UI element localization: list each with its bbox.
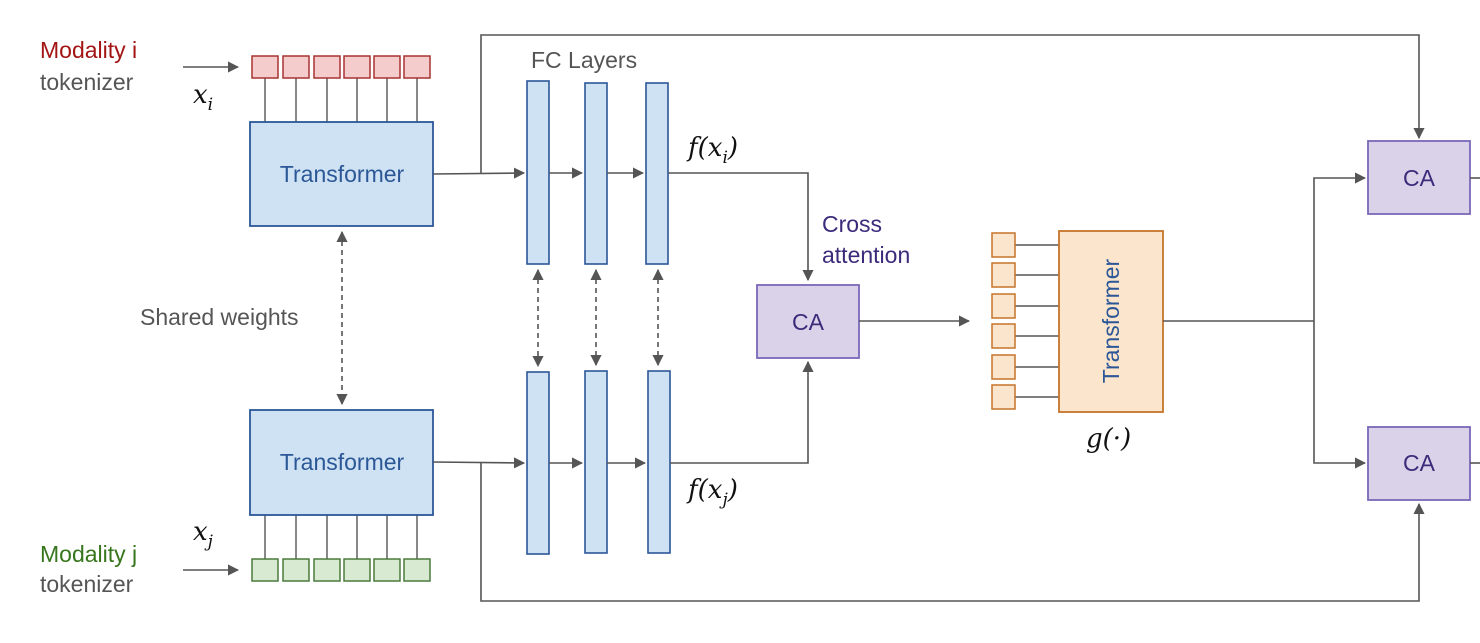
token-i-5 [373,55,401,79]
x-j-label: xj [193,517,214,552]
fc-layers-label: FC Layers [531,47,637,73]
fc-layers-top [526,80,669,265]
ca-center-box [756,284,860,359]
ca-right-top-label: CA [1403,165,1436,191]
g-label: g(·) [1086,424,1131,454]
token-i-1 [251,55,279,79]
token-i-2 [282,55,310,79]
f-xj-label: f(xj) [686,475,738,510]
transformer-bottom-label: Transformer [280,449,405,475]
fc-bottom-2 [584,370,608,554]
modality-j-title: Modality j [40,541,137,567]
token-i-4 [343,55,371,79]
token-i-3 [313,55,341,79]
f-xi-label: f(xi) [686,133,738,168]
token-j-3 [313,558,341,582]
ca-right-bottom-label: CA [1403,450,1436,476]
fc-top-2 [584,82,608,265]
ca-right-bottom-box [1367,426,1471,501]
modality-i-subtitle: tokenizer [40,69,134,95]
token-j-5 [373,558,401,582]
ca-right-top-box [1367,140,1471,215]
bypass-lines [480,34,1425,602]
transformer-g-label: Transformer [1098,258,1124,383]
output-lines [1470,177,1480,464]
token-j-4 [343,558,371,582]
token-j-6 [403,558,431,582]
cross-attention-label-1: Cross [822,211,882,237]
g-tokens [991,232,1059,410]
cross-attention-label-2: attention [822,242,910,268]
modality-i-title: Modality i [40,37,137,63]
fc-top-1 [526,80,550,265]
fc-layers-bottom [526,370,671,555]
modality-i-tokens [251,55,431,122]
shared-weights-label: Shared weights [140,304,299,330]
fc-bottom-1 [526,371,550,555]
fc-to-ca-arrows [668,172,814,464]
fc-top-3 [645,82,669,265]
transformer-g-box [1058,230,1164,413]
modality-j-tokens [251,515,431,582]
modality-j-subtitle: tokenizer [40,571,134,597]
fc-flow-arrows [432,167,647,469]
token-j-1 [251,558,279,582]
transformer-top-label: Transformer [280,161,405,187]
x-i-label: xi [193,80,213,115]
ca-center-label: CA [792,309,825,335]
token-i-6 [403,55,431,79]
fc-shared-links [532,268,664,368]
g-to-ca-arrows [1163,172,1367,469]
fc-bottom-3 [647,370,671,554]
token-j-2 [282,558,310,582]
